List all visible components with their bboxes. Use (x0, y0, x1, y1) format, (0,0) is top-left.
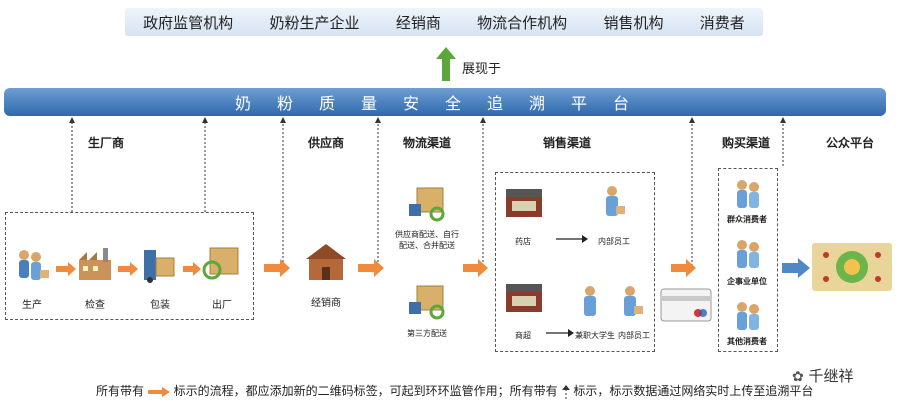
flow-arrow-6 (463, 259, 488, 277)
step-inspect-label: 检查 (85, 300, 105, 311)
flow-arrow-4 (264, 259, 290, 277)
factory-box (5, 212, 254, 320)
upload-arrows (69, 117, 786, 266)
flow-arrow-1 (56, 262, 76, 276)
stage-purchase: 购买渠道 (722, 136, 771, 150)
mall-arrow (546, 329, 574, 337)
display-label: 展现于 (462, 62, 502, 77)
stage-public: 公众平台 (826, 136, 875, 150)
factory-icon (79, 248, 111, 280)
supermarket-icon (506, 284, 542, 312)
distributor-house-icon (306, 244, 346, 280)
purchase-box (718, 168, 778, 352)
org-consumer: 消费者 (699, 13, 745, 32)
pharmacy-store-icon (506, 189, 542, 217)
wechat-watermark: ✿ 千继祥 (792, 365, 854, 386)
stage-logistics: 物流渠道 (403, 136, 452, 150)
store-staff-icon (606, 186, 625, 216)
footer-note-part1: 所有带有 (96, 384, 145, 398)
flow-arrow-5 (358, 259, 384, 277)
flow-arrow-7 (671, 259, 696, 277)
org-logistics: 物流合作机构 (477, 13, 568, 32)
sales-box (495, 172, 655, 352)
stage-supplier: 供应商 (308, 136, 345, 150)
sales-store-staff-label: 内部员工 (598, 237, 630, 246)
dotted-up-arrow-legend-icon (561, 384, 570, 399)
consumer-group-icon (737, 180, 759, 208)
footer-note: 所有带有 标示的流程，都应添加新的二维码标签，可起到环环监管作用；所有带有 标示… (96, 382, 813, 399)
part-time-student-icon (584, 286, 596, 316)
packaging-icon (144, 250, 175, 283)
org-sales: 销售机构 (603, 13, 664, 32)
wechat-icon: ✿ (792, 369, 804, 385)
orange-arrow-legend-icon (147, 386, 170, 397)
step-ship-label: 出厂 (212, 300, 232, 311)
footer-note-part3: 标示，标示数据通过网络实时上传至追溯平台 (573, 384, 814, 398)
public-platform-icon (812, 243, 892, 291)
traceability-platform-bar: 奶粉质量安全追溯平台 (4, 88, 886, 116)
stage-factory: 生厂商 (88, 136, 125, 150)
enterprise-consumer-icon (737, 240, 759, 268)
logistics-boxes-icon (409, 187, 445, 222)
public-flow-arrow (782, 258, 810, 278)
shipping-out-icon (202, 247, 239, 280)
step-package-label: 包装 (150, 300, 170, 311)
workers-icon (19, 250, 49, 280)
purchase-enterprise-label: 企事业单位 (727, 277, 767, 286)
top-org-bar: 政府监管机构 奶粉生产企业 经销商 物流合作机构 销售机构 消费者 (125, 8, 763, 36)
sales-store-label: 药店 (515, 237, 531, 246)
flow-arrow-3 (183, 262, 201, 276)
purchase-public-label: 群众消费者 (727, 215, 767, 224)
other-consumer-icon (737, 302, 759, 330)
bank-card-icon (660, 288, 712, 322)
footer-note-part2: 标示的流程，都应添加新的二维码标签，可起到环环监管作用；所有带有 (173, 384, 558, 398)
store-arrow (556, 235, 588, 243)
logistics-item-1: 供应商配送、自行配送、合并配送 (395, 230, 459, 250)
sales-mall-staff1-label: 兼职大学生 (575, 331, 615, 340)
sales-mall-staff2-label: 内部员工 (618, 331, 650, 340)
step-produce-label: 生产 (22, 300, 42, 311)
flow-arrow-2 (118, 262, 138, 276)
watermark-text: 千继祥 (808, 367, 854, 385)
third-party-delivery-icon (409, 285, 445, 320)
mall-staff-icon (624, 286, 643, 316)
org-government: 政府监管机构 (143, 13, 234, 32)
org-distributor: 经销商 (395, 13, 441, 32)
distributor-label: 经销商 (311, 298, 341, 309)
logistics-item-2: 第三方配送 (407, 329, 447, 338)
up-arrow-icon (436, 47, 456, 81)
stage-sales: 销售渠道 (543, 136, 592, 150)
sales-mall-label: 商超 (515, 331, 531, 340)
org-enterprise: 奶粉生产企业 (269, 13, 360, 32)
purchase-other-label: 其他消费者 (727, 337, 767, 346)
